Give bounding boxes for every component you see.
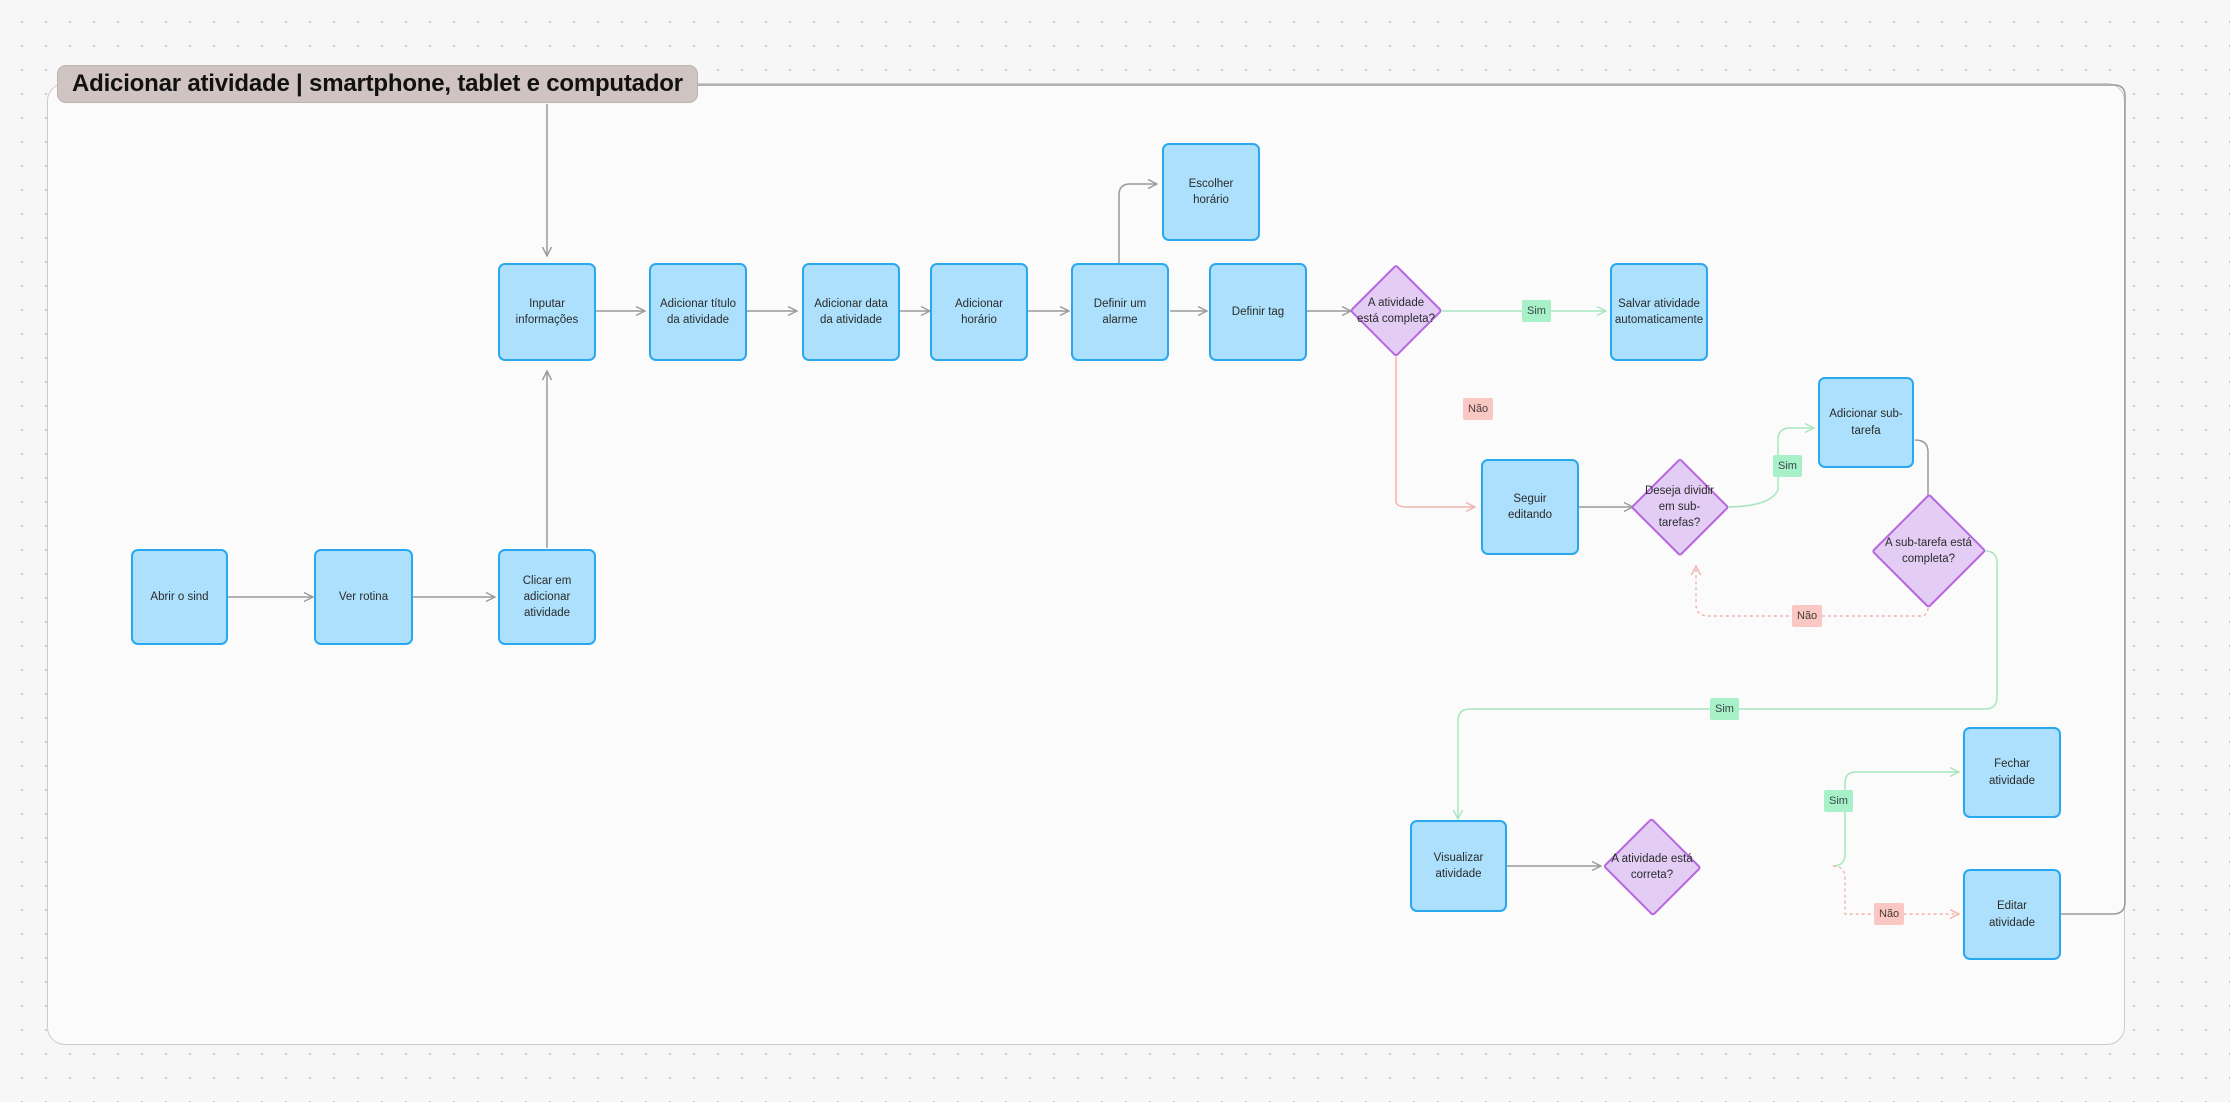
node-inputar-informacoes[interactable]: Inputar informações [498,263,596,361]
node-a-atividade-esta-completa[interactable]: A atividade está completa? [1349,264,1443,358]
node-definir-um-alarme[interactable]: Definir um alarme [1071,263,1169,361]
edge-label-text: Sim [1527,304,1546,317]
node-fechar-atividade[interactable]: Fechar atividade [1963,727,2061,818]
node-label: A atividade está correta? [1611,852,1693,881]
edge-label-sim-subtarefa: Sim [1773,455,1802,477]
node-label: Seguir editando [1507,492,1553,521]
node-label: Adicionar sub-tarefa [1829,408,1903,437]
node-ver-rotina[interactable]: Ver rotina [314,549,413,645]
edge-label-text: Não [1879,907,1900,920]
node-adicionar-titulo-da-atividade[interactable]: Adicionar título da atividade [649,263,747,361]
edge-label-sim-fechar: Sim [1824,790,1853,812]
edge-label-sim-visualizar: Sim [1710,698,1739,720]
node-a-atividade-esta-correta[interactable]: A atividade está correta? [1602,817,1702,917]
node-label: Abrir o sind [150,590,209,603]
edge-label-text: Sim [1715,702,1734,715]
node-label: Salvar atividade automaticamente [1614,297,1704,326]
node-abrir-o-sind[interactable]: Abrir o sind [131,549,228,645]
node-label: Adicionar horário [955,297,1003,326]
edge-label-nao-seguir: Não [1463,398,1494,420]
node-label: A sub-tarefa está completa? [1885,536,1972,565]
frame-title[interactable]: Adicionar atividade | smartphone, tablet… [57,65,698,103]
node-label: A atividade está completa? [1356,296,1435,325]
node-a-sub-tarefa-esta-completa[interactable]: A sub-tarefa está completa? [1870,489,1987,613]
node-label: Inputar informações [515,297,579,326]
node-visualizar-atividade[interactable]: Visualizar atividade [1410,820,1507,912]
edge-label-text: Sim [1778,459,1797,472]
node-label: Escolher horário [1188,177,1234,206]
edge-label-text: Não [1797,609,1818,622]
node-label: Adicionar título da atividade [659,297,737,326]
node-adicionar-horario[interactable]: Adicionar horário [930,263,1028,361]
node-label: Adicionar data da atividade [814,297,888,326]
node-adicionar-data-da-atividade[interactable]: Adicionar data da atividade [802,263,900,361]
node-deseja-dividir-em-sub-tarefas[interactable]: Deseja dividir em sub-tarefas? [1630,440,1729,574]
edge-label-text: Sim [1829,794,1848,807]
node-seguir-editando[interactable]: Seguir editando [1481,459,1579,555]
node-label: Editar atividade [1988,900,2036,929]
node-label: Definir um alarme [1093,297,1147,326]
edge-label-nao-dividir: Não [1792,605,1823,627]
node-adicionar-sub-tarefa[interactable]: Adicionar sub-tarefa [1818,377,1914,468]
node-label: Fechar atividade [1988,758,2036,787]
node-salvar-atividade-automaticamente[interactable]: Salvar atividade automaticamente [1610,263,1708,361]
node-label: Visualizar atividade [1433,851,1484,880]
node-escolher-horario[interactable]: Escolher horário [1162,143,1260,241]
node-label: Deseja dividir em sub-tarefas? [1644,484,1715,530]
edge-label-text: Não [1468,402,1489,415]
edge-label-sim-salvar: Sim [1522,300,1551,322]
node-label: Clicar em adicionar atividade [522,574,572,620]
node-editar-atividade[interactable]: Editar atividade [1963,869,2061,960]
node-clicar-em-adicionar-atividade[interactable]: Clicar em adicionar atividade [498,549,596,645]
node-definir-tag[interactable]: Definir tag [1209,263,1307,361]
node-label: Definir tag [1231,305,1285,318]
node-label: Ver rotina [338,590,389,603]
edge-label-nao-editar: Não [1874,903,1905,925]
